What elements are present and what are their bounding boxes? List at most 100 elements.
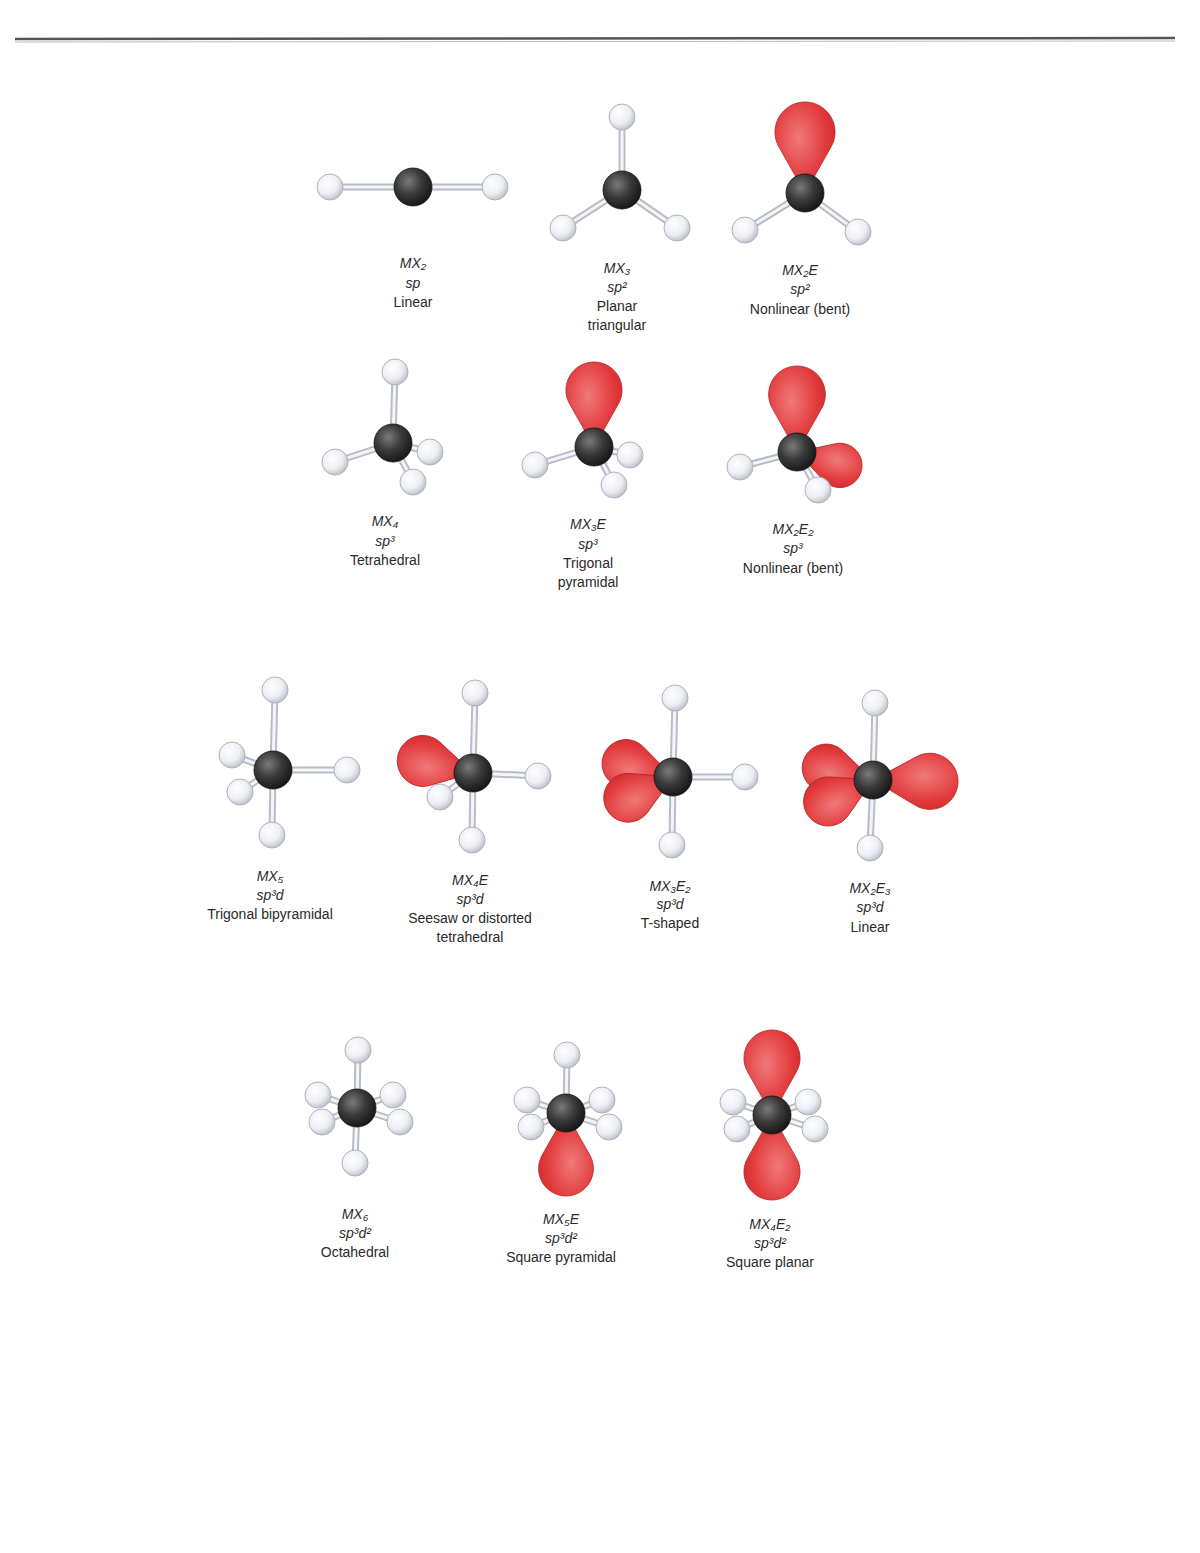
hybridization-label: sp³d² [754, 1234, 786, 1253]
formula-label: MX₂E₃ [849, 879, 890, 898]
hybridization-label: sp [406, 274, 421, 293]
molecule-model [720, 1030, 828, 1200]
central-atom [254, 751, 292, 789]
ligand-atom [317, 174, 343, 200]
ligand-atom [720, 1089, 746, 1115]
ligand-atom [732, 217, 758, 243]
hybridization-label: sp³d² [339, 1224, 371, 1243]
top-rule [15, 41, 1175, 42]
ligand-atom [724, 1116, 750, 1142]
ligand-atom [589, 1087, 615, 1113]
ligand-atom [862, 690, 888, 716]
formula-label: MX₃E₂ [649, 877, 690, 896]
ligand-atom [482, 174, 508, 200]
geometry-label: Square pyramidal [506, 1248, 616, 1267]
hybridization-label: sp³d [456, 890, 483, 909]
central-atom [654, 758, 692, 796]
ligand-atom [518, 1114, 544, 1140]
ligand-atom [662, 685, 688, 711]
molecule-model [550, 104, 690, 241]
hybridization-label: sp² [790, 280, 809, 299]
molecule-model [219, 677, 360, 848]
geometry-label: Octahedral [321, 1243, 389, 1262]
central-atom [394, 168, 432, 206]
geometry-label: Seesaw or distorted tetrahedral [395, 909, 545, 947]
molecule-model [322, 359, 443, 495]
central-atom [454, 754, 492, 792]
hybridization-label: sp³d [856, 898, 883, 917]
molecule-model [522, 362, 643, 498]
ligand-atom [262, 677, 288, 703]
ligand-atom [514, 1087, 540, 1113]
central-atom [374, 424, 412, 462]
ligand-atom [805, 477, 831, 503]
geometry-label: Nonlinear (bent) [743, 559, 843, 578]
molecule-model [727, 366, 868, 503]
ligand-atom [305, 1082, 331, 1108]
geometry-label: Nonlinear (bent) [750, 300, 850, 319]
ligand-atom [857, 835, 883, 861]
ligand-atom [427, 784, 453, 810]
molecule-model [317, 168, 508, 206]
ligand-atom [259, 822, 285, 848]
geometry-label: T-shaped [641, 914, 699, 933]
ligand-atom [459, 827, 485, 853]
central-atom [753, 1096, 791, 1134]
ligand-atom [601, 472, 627, 498]
ligand-atom [727, 454, 753, 480]
molecule-group [219, 102, 959, 1200]
geometry-label: Linear [851, 918, 890, 937]
formula-label: MX₅ [257, 867, 284, 886]
ligand-atom [554, 1042, 580, 1068]
ligand-atom [802, 1116, 828, 1142]
ligand-atom [334, 757, 360, 783]
ligand-atom [609, 104, 635, 130]
ligand-atom [227, 779, 253, 805]
top-rule [15, 38, 1175, 39]
formula-label: MX₄ [372, 512, 399, 531]
ligand-atom [596, 1114, 622, 1140]
formula-label: MX₅E [543, 1210, 579, 1229]
ligand-atom [342, 1150, 368, 1176]
formula-label: MX₆ [342, 1205, 369, 1224]
geometry-label: Trigonal pyramidal [548, 554, 628, 592]
formula-label: MX₄E [452, 871, 488, 890]
ligand-atom [522, 452, 548, 478]
molecule-model [732, 102, 871, 245]
central-atom [575, 428, 613, 466]
formula-label: MX₄E₂ [749, 1215, 790, 1234]
molecule-model [392, 680, 551, 853]
ligand-atom [387, 1109, 413, 1135]
hybridization-label: sp² [607, 278, 626, 297]
molecule-model [514, 1042, 622, 1196]
ligand-atom [659, 832, 685, 858]
ligand-atom [322, 449, 348, 475]
ligand-atom [345, 1037, 371, 1063]
ligand-atom [617, 442, 643, 468]
formula-label: MX₂ [400, 254, 426, 273]
formula-label: MX₃ [604, 259, 631, 278]
hybridization-label: sp³d² [545, 1229, 577, 1248]
ligand-atom [664, 215, 690, 241]
ligand-atom [732, 764, 758, 790]
formula-label: MX₂E₂ [772, 520, 813, 539]
central-atom [786, 174, 824, 212]
geometry-label: Trigonal bipyramidal [207, 905, 333, 924]
formula-label: MX₂E [782, 261, 818, 280]
ligand-atom [795, 1089, 821, 1115]
hybridization-label: sp³ [783, 539, 802, 558]
molecule-model [305, 1037, 413, 1176]
formula-label: MX₃E [570, 515, 606, 534]
hybridization-label: sp³d [656, 895, 683, 914]
ligand-atom [550, 215, 576, 241]
ligand-atom [219, 742, 245, 768]
central-atom [854, 761, 892, 799]
ligand-atom [845, 219, 871, 245]
ligand-atom [309, 1109, 335, 1135]
central-atom [603, 171, 641, 209]
ligand-atom [525, 763, 551, 789]
geometry-label: Linear [394, 293, 433, 312]
ligand-atom [417, 439, 443, 465]
